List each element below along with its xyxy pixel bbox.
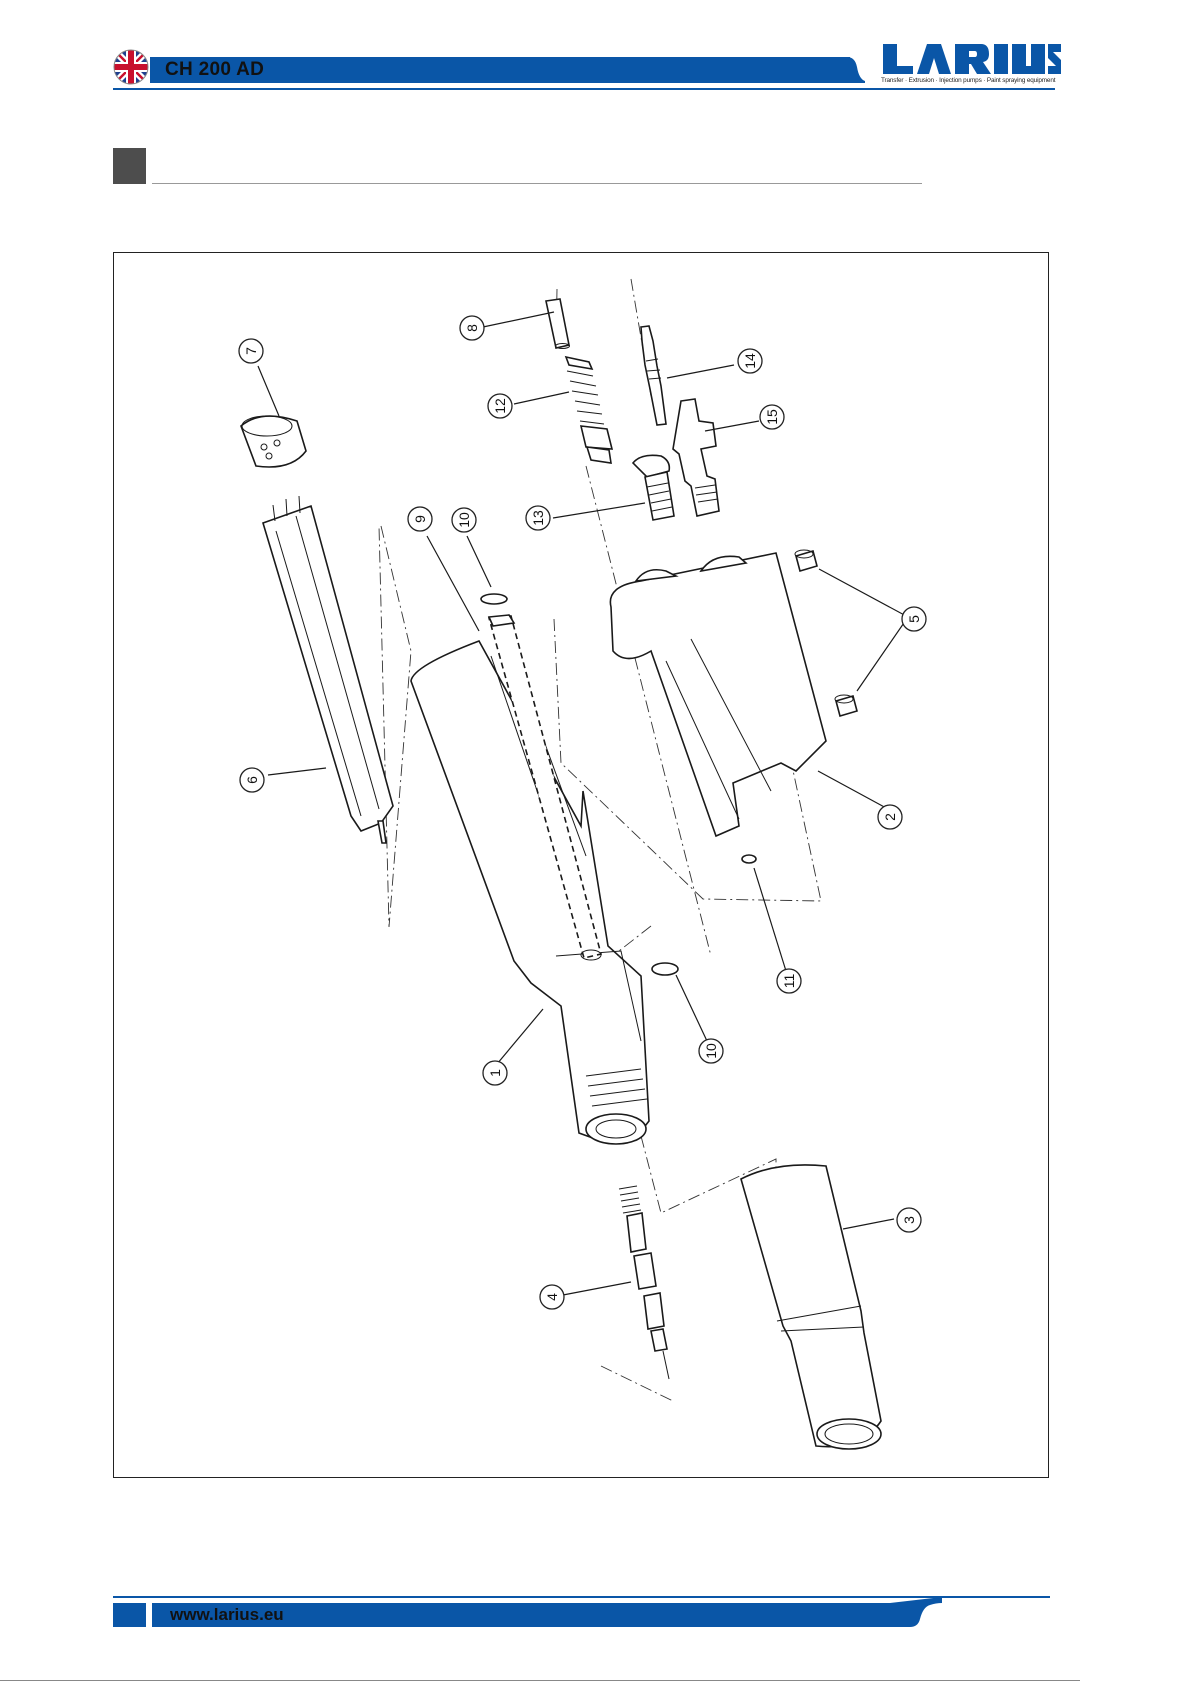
part-13-screw	[633, 455, 674, 520]
callout-3: 3	[897, 1208, 921, 1232]
part-8-tube	[546, 299, 570, 349]
callout-9: 9	[408, 507, 432, 531]
callout-2: 2	[878, 805, 902, 829]
section-marker	[113, 148, 146, 184]
callout-13: 13	[526, 506, 550, 530]
callout-10-top: 10	[452, 508, 476, 532]
callout-11: 11	[777, 969, 801, 993]
logo-tagline: Transfer · Extrusion · Injection pumps ·…	[881, 77, 1061, 84]
part-15-connector	[673, 399, 719, 516]
footer-marker	[113, 1603, 146, 1627]
callout-14: 14	[738, 349, 762, 373]
part-7-cap	[241, 416, 306, 467]
callout-1: 1	[483, 1061, 507, 1085]
svg-text:10: 10	[456, 512, 472, 528]
svg-text:4: 4	[544, 1293, 560, 1301]
exploded-view-drawing: 1 2 3 4 5 6 7 8 9 10 10 11 12 13 14 15	[114, 253, 1048, 1477]
uk-flag-icon	[113, 49, 149, 85]
svg-text:15: 15	[764, 409, 780, 425]
svg-text:14: 14	[742, 353, 758, 369]
callout-12: 12	[488, 394, 512, 418]
part-11-ring	[742, 855, 756, 863]
page-bottom-rule	[0, 1680, 1080, 1681]
svg-text:13: 13	[530, 510, 546, 526]
part-14-needle	[641, 326, 666, 425]
footer-website-link[interactable]: www.larius.eu	[170, 1604, 284, 1626]
svg-text:1: 1	[487, 1069, 503, 1077]
svg-text:8: 8	[464, 324, 480, 332]
svg-text:12: 12	[492, 398, 508, 414]
footer-bar-curve	[890, 1597, 942, 1627]
callout-7: 7	[239, 339, 263, 363]
svg-text:6: 6	[244, 776, 260, 784]
svg-text:®: ®	[1056, 43, 1061, 53]
callout-15: 15	[760, 405, 784, 429]
exploded-view-frame: 1 2 3 4 5 6 7 8 9 10 10 11 12 13 14 15	[113, 252, 1049, 1478]
part-6-cartridge	[263, 496, 393, 843]
callout-5: 5	[902, 607, 926, 631]
part-10-o-ring-bottom	[652, 963, 678, 975]
part-3-cover	[741, 1165, 881, 1449]
svg-text:9: 9	[412, 515, 428, 523]
svg-text:10: 10	[703, 1043, 719, 1059]
svg-text:3: 3	[901, 1216, 917, 1224]
part-2-head	[610, 553, 826, 836]
section-rule	[152, 183, 922, 184]
part-1-gun-body	[411, 616, 649, 1144]
part-10-o-ring-top	[481, 594, 507, 604]
svg-text:11: 11	[781, 974, 797, 989]
header-bar-curve	[835, 57, 865, 83]
svg-text:7: 7	[243, 347, 259, 355]
callout-6: 6	[240, 768, 264, 792]
svg-text:2: 2	[882, 813, 898, 821]
svg-text:5: 5	[906, 615, 922, 623]
callout-8: 8	[460, 316, 484, 340]
document-title: CH 200 AD	[165, 58, 264, 82]
part-12-spring-fitting	[566, 357, 612, 463]
callout-4: 4	[540, 1285, 564, 1309]
header-rule	[113, 88, 1055, 90]
callout-10-bottom: 10	[699, 1039, 723, 1063]
